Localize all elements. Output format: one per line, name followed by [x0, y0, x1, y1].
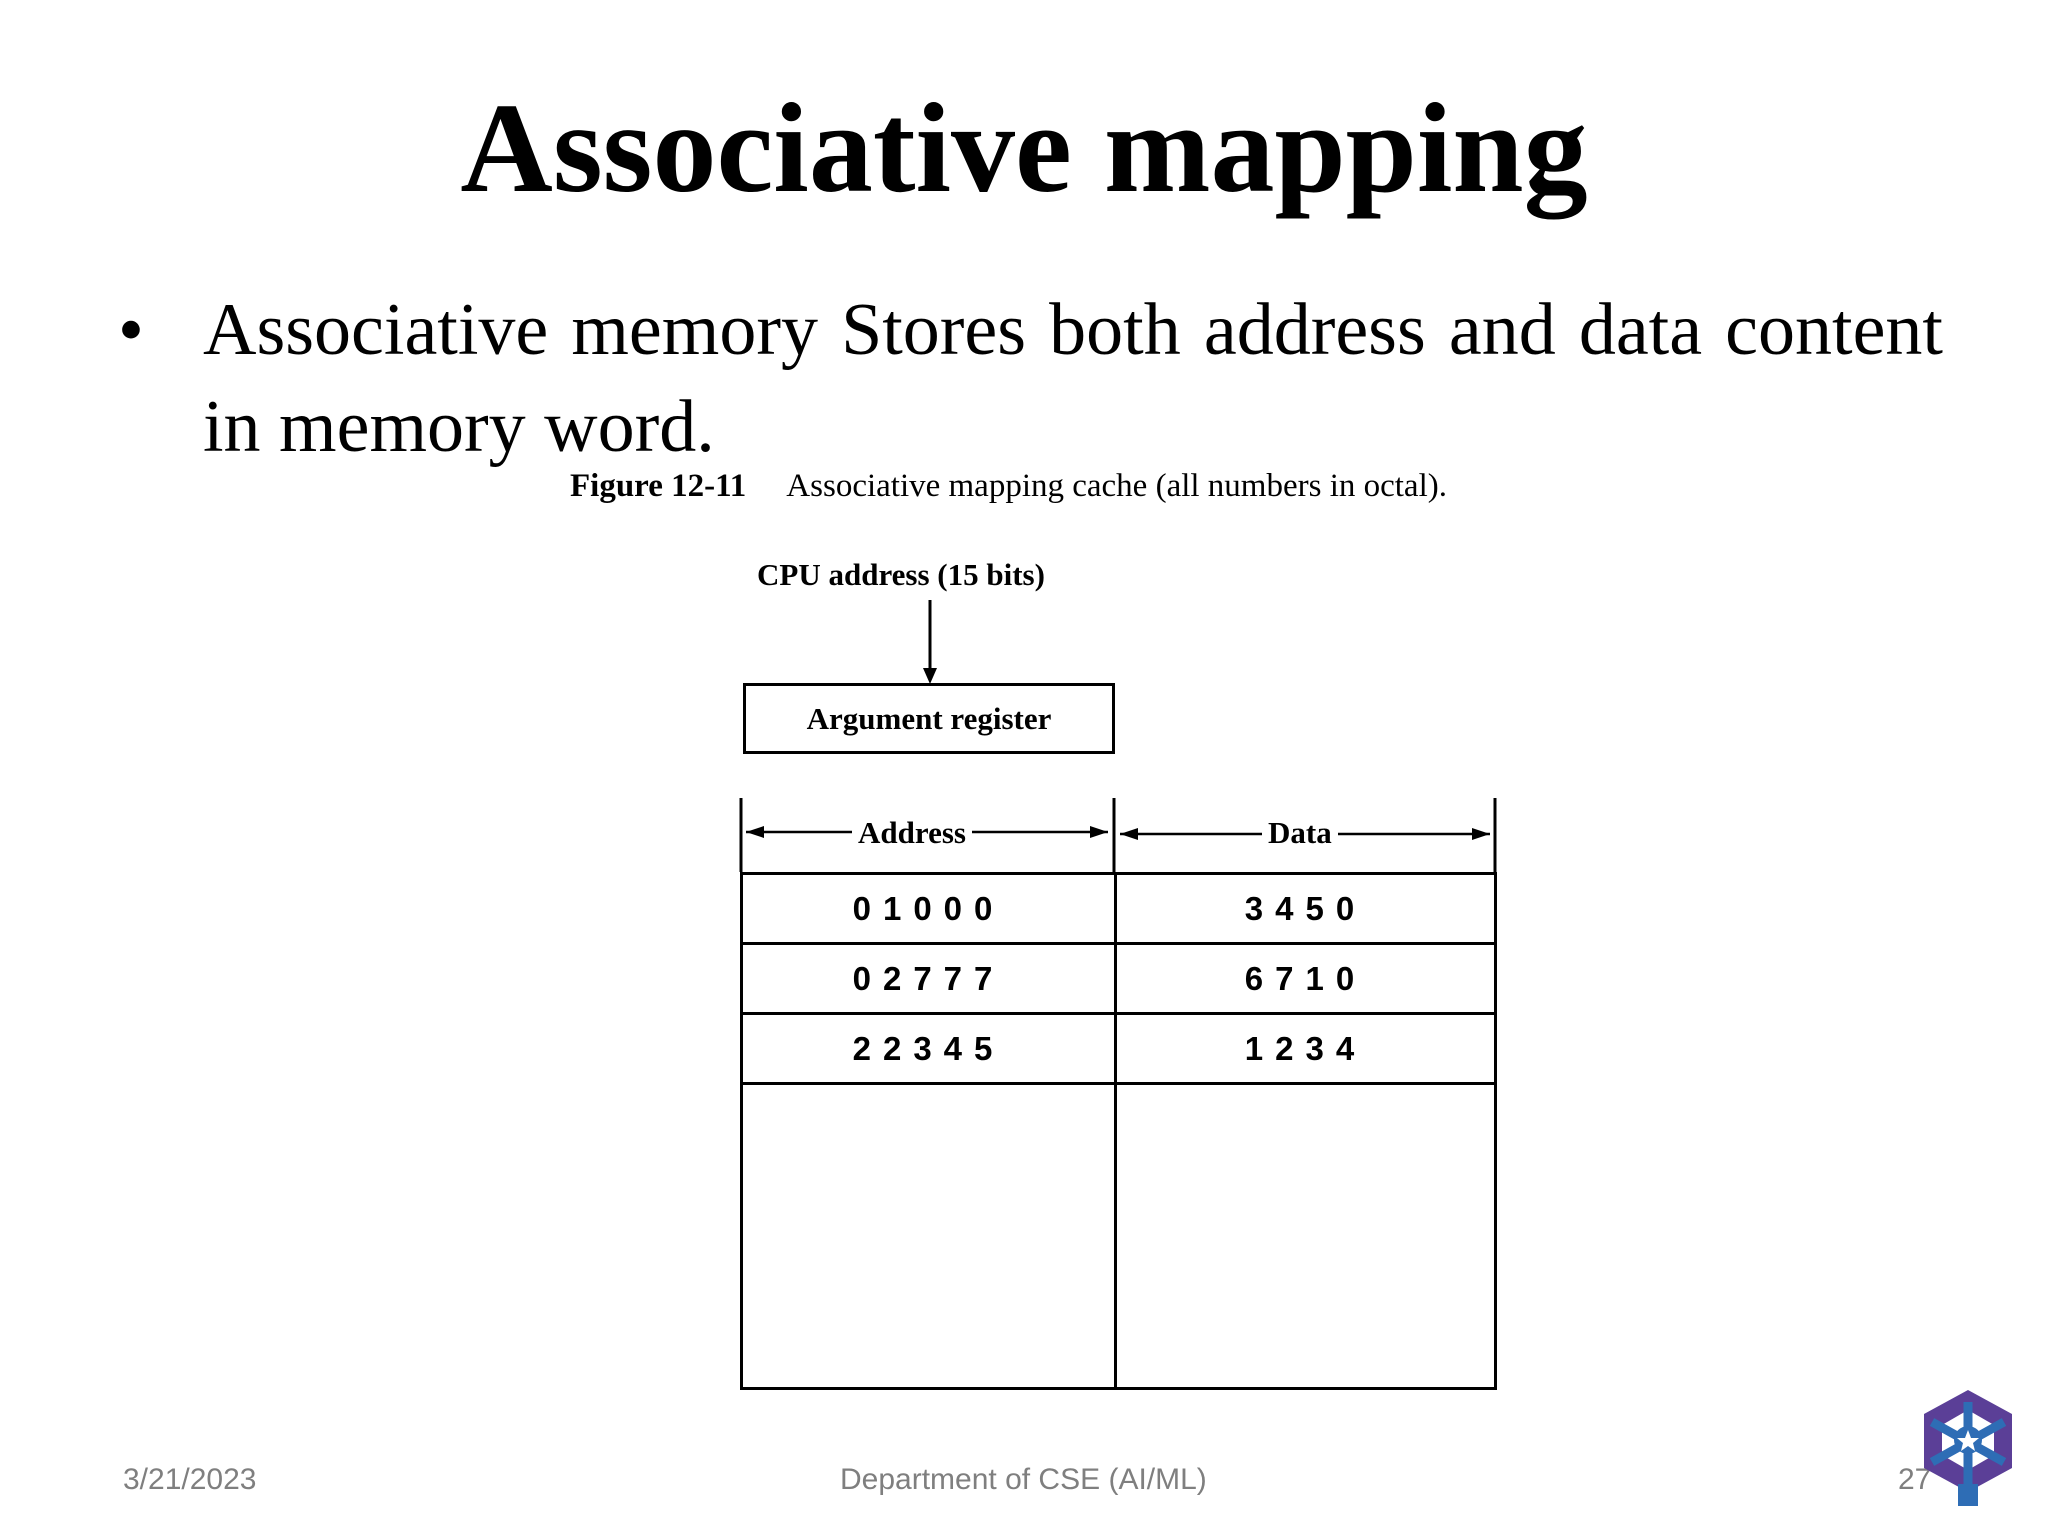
- cpu-address-label: CPU address (15 bits): [757, 557, 1045, 592]
- address-dim-arrow-right: [1090, 826, 1108, 838]
- figure-number: Figure 12-11: [570, 468, 747, 504]
- data-dim-arrow-right: [1472, 828, 1490, 840]
- address-dim-arrow-left: [746, 826, 764, 838]
- figure-caption: Figure 12-11 Associative mapping cache (a…: [570, 466, 1650, 506]
- table-cell-address: 02777: [743, 945, 1117, 1015]
- table-cell-data: 6710: [1117, 945, 1494, 1015]
- data-column-header: Data: [1262, 815, 1338, 851]
- table-cell-empty-data: [1117, 1085, 1494, 1387]
- table-cell-address: 22345: [743, 1015, 1117, 1085]
- slide-title: Associative mapping: [460, 77, 1588, 219]
- table-cell-empty-address: [743, 1085, 1117, 1387]
- table-cell-address: 01000: [743, 875, 1117, 945]
- associative-memory-table: 01000 3450 02777 6710 22345 1234: [740, 872, 1497, 1390]
- address-column-header: Address: [852, 815, 972, 851]
- cpu-to-register-arrowhead: [923, 668, 937, 684]
- bullet-text: Associative memory Stores both address a…: [203, 289, 1943, 468]
- footer-department: Department of CSE (AI/ML): [840, 1463, 1207, 1496]
- table-cell-data: 3450: [1117, 875, 1494, 945]
- bullet-marker: •: [118, 289, 144, 371]
- footer-date: 3/21/2023: [123, 1463, 257, 1496]
- data-dim-arrow-left: [1120, 828, 1138, 840]
- argument-register: Argument register: [743, 683, 1115, 754]
- table-cell-data: 1234: [1117, 1015, 1494, 1085]
- figure-caption-text: Associative mapping cache (all numbers i…: [786, 468, 1447, 504]
- argument-register-label: Argument register: [806, 700, 1052, 736]
- institution-logo-icon: [1924, 1390, 2012, 1506]
